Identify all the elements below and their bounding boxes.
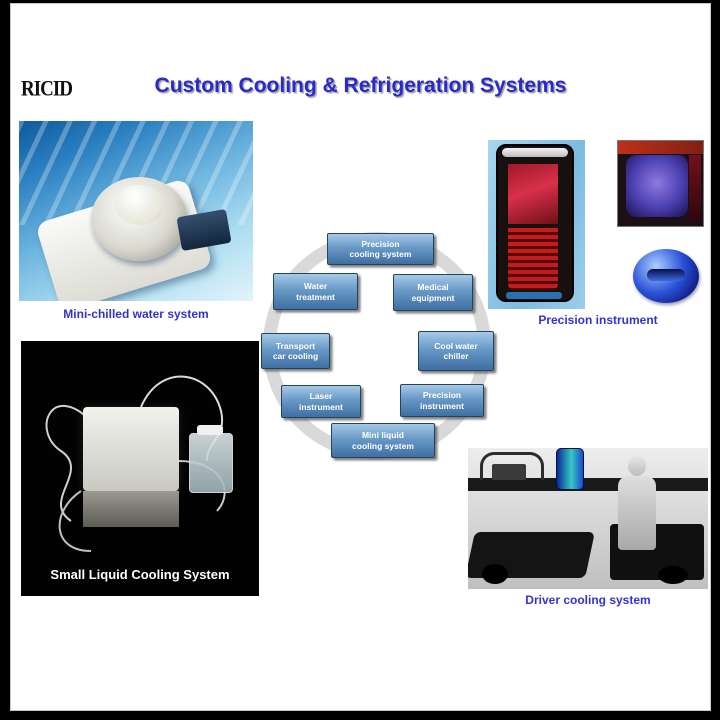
- chiller-side-unit-shape: [176, 208, 232, 252]
- chiller-dome-shape: [115, 185, 163, 225]
- caption-precision-instrument: Precision instrument: [538, 313, 658, 327]
- reservoir-cap-shape: [197, 425, 223, 435]
- slide: RICID Custom Cooling & Refrigeration Sys…: [10, 3, 711, 711]
- sphere-slot-shape: [647, 269, 685, 281]
- caption-driver-cooling: Driver cooling system: [525, 593, 651, 607]
- diagram-box-precision-instrument: Precision instrument: [400, 384, 484, 417]
- brand-logo: RICID: [21, 77, 73, 102]
- photo-driver-cooling: [468, 448, 708, 589]
- instrument-top-band-shape: [502, 148, 568, 157]
- photo-mini-chilled-water: [19, 121, 253, 301]
- diagram-box-transport-car-cooling: Transport car cooling: [261, 333, 330, 369]
- reservoir-tank-shape: [189, 433, 233, 493]
- photo-small-liquid-cooling: Small Liquid Cooling System: [21, 341, 259, 596]
- photo-precision-instrument-main: [488, 140, 585, 309]
- diagram-box-medical-equipment: Medical equipment: [393, 274, 473, 311]
- cooling-backpack-shape: [556, 448, 584, 490]
- instrument-red-panel-shape: [508, 164, 558, 224]
- kart-wheel-left-shape: [482, 564, 508, 584]
- inset-red-band-shape: [618, 141, 703, 154]
- photo-precision-instrument-sphere: [625, 245, 707, 307]
- instrument-grille-shape: [508, 228, 558, 290]
- cooling-machine-shape: [83, 407, 179, 491]
- cooling-rig-box-shape: [492, 464, 526, 480]
- inset-side-stripe-shape: [689, 155, 701, 221]
- caption-small-liquid-cooling: Small Liquid Cooling System: [50, 567, 230, 582]
- driver-head-shape: [628, 456, 646, 476]
- driver-body-shape: [618, 476, 656, 550]
- page-title: Custom Cooling & Refrigeration Systems: [154, 74, 567, 97]
- diagram-box-water-treatment: Water treatment: [273, 273, 358, 310]
- kart-wheel-right-shape: [658, 566, 688, 584]
- caption-mini-chilled-water: Mini-chilled water system: [63, 307, 209, 321]
- inset-purple-device-shape: [626, 155, 688, 217]
- diagram-box-laser-instrument: Laser instrument: [281, 385, 361, 418]
- machine-panel-shape: [83, 491, 179, 527]
- diagram-box-mini-liquid-cooling: Mini liquid cooling system: [331, 423, 435, 458]
- cooling-rig-frame-shape: [480, 452, 544, 480]
- instrument-base-shape: [506, 292, 562, 299]
- diagram-box-precision-cooling-system: Precision cooling system: [327, 233, 434, 265]
- photo-precision-instrument-inset: [617, 140, 704, 227]
- diagram-box-cool-water-chiller: Cool water chiller: [418, 331, 494, 371]
